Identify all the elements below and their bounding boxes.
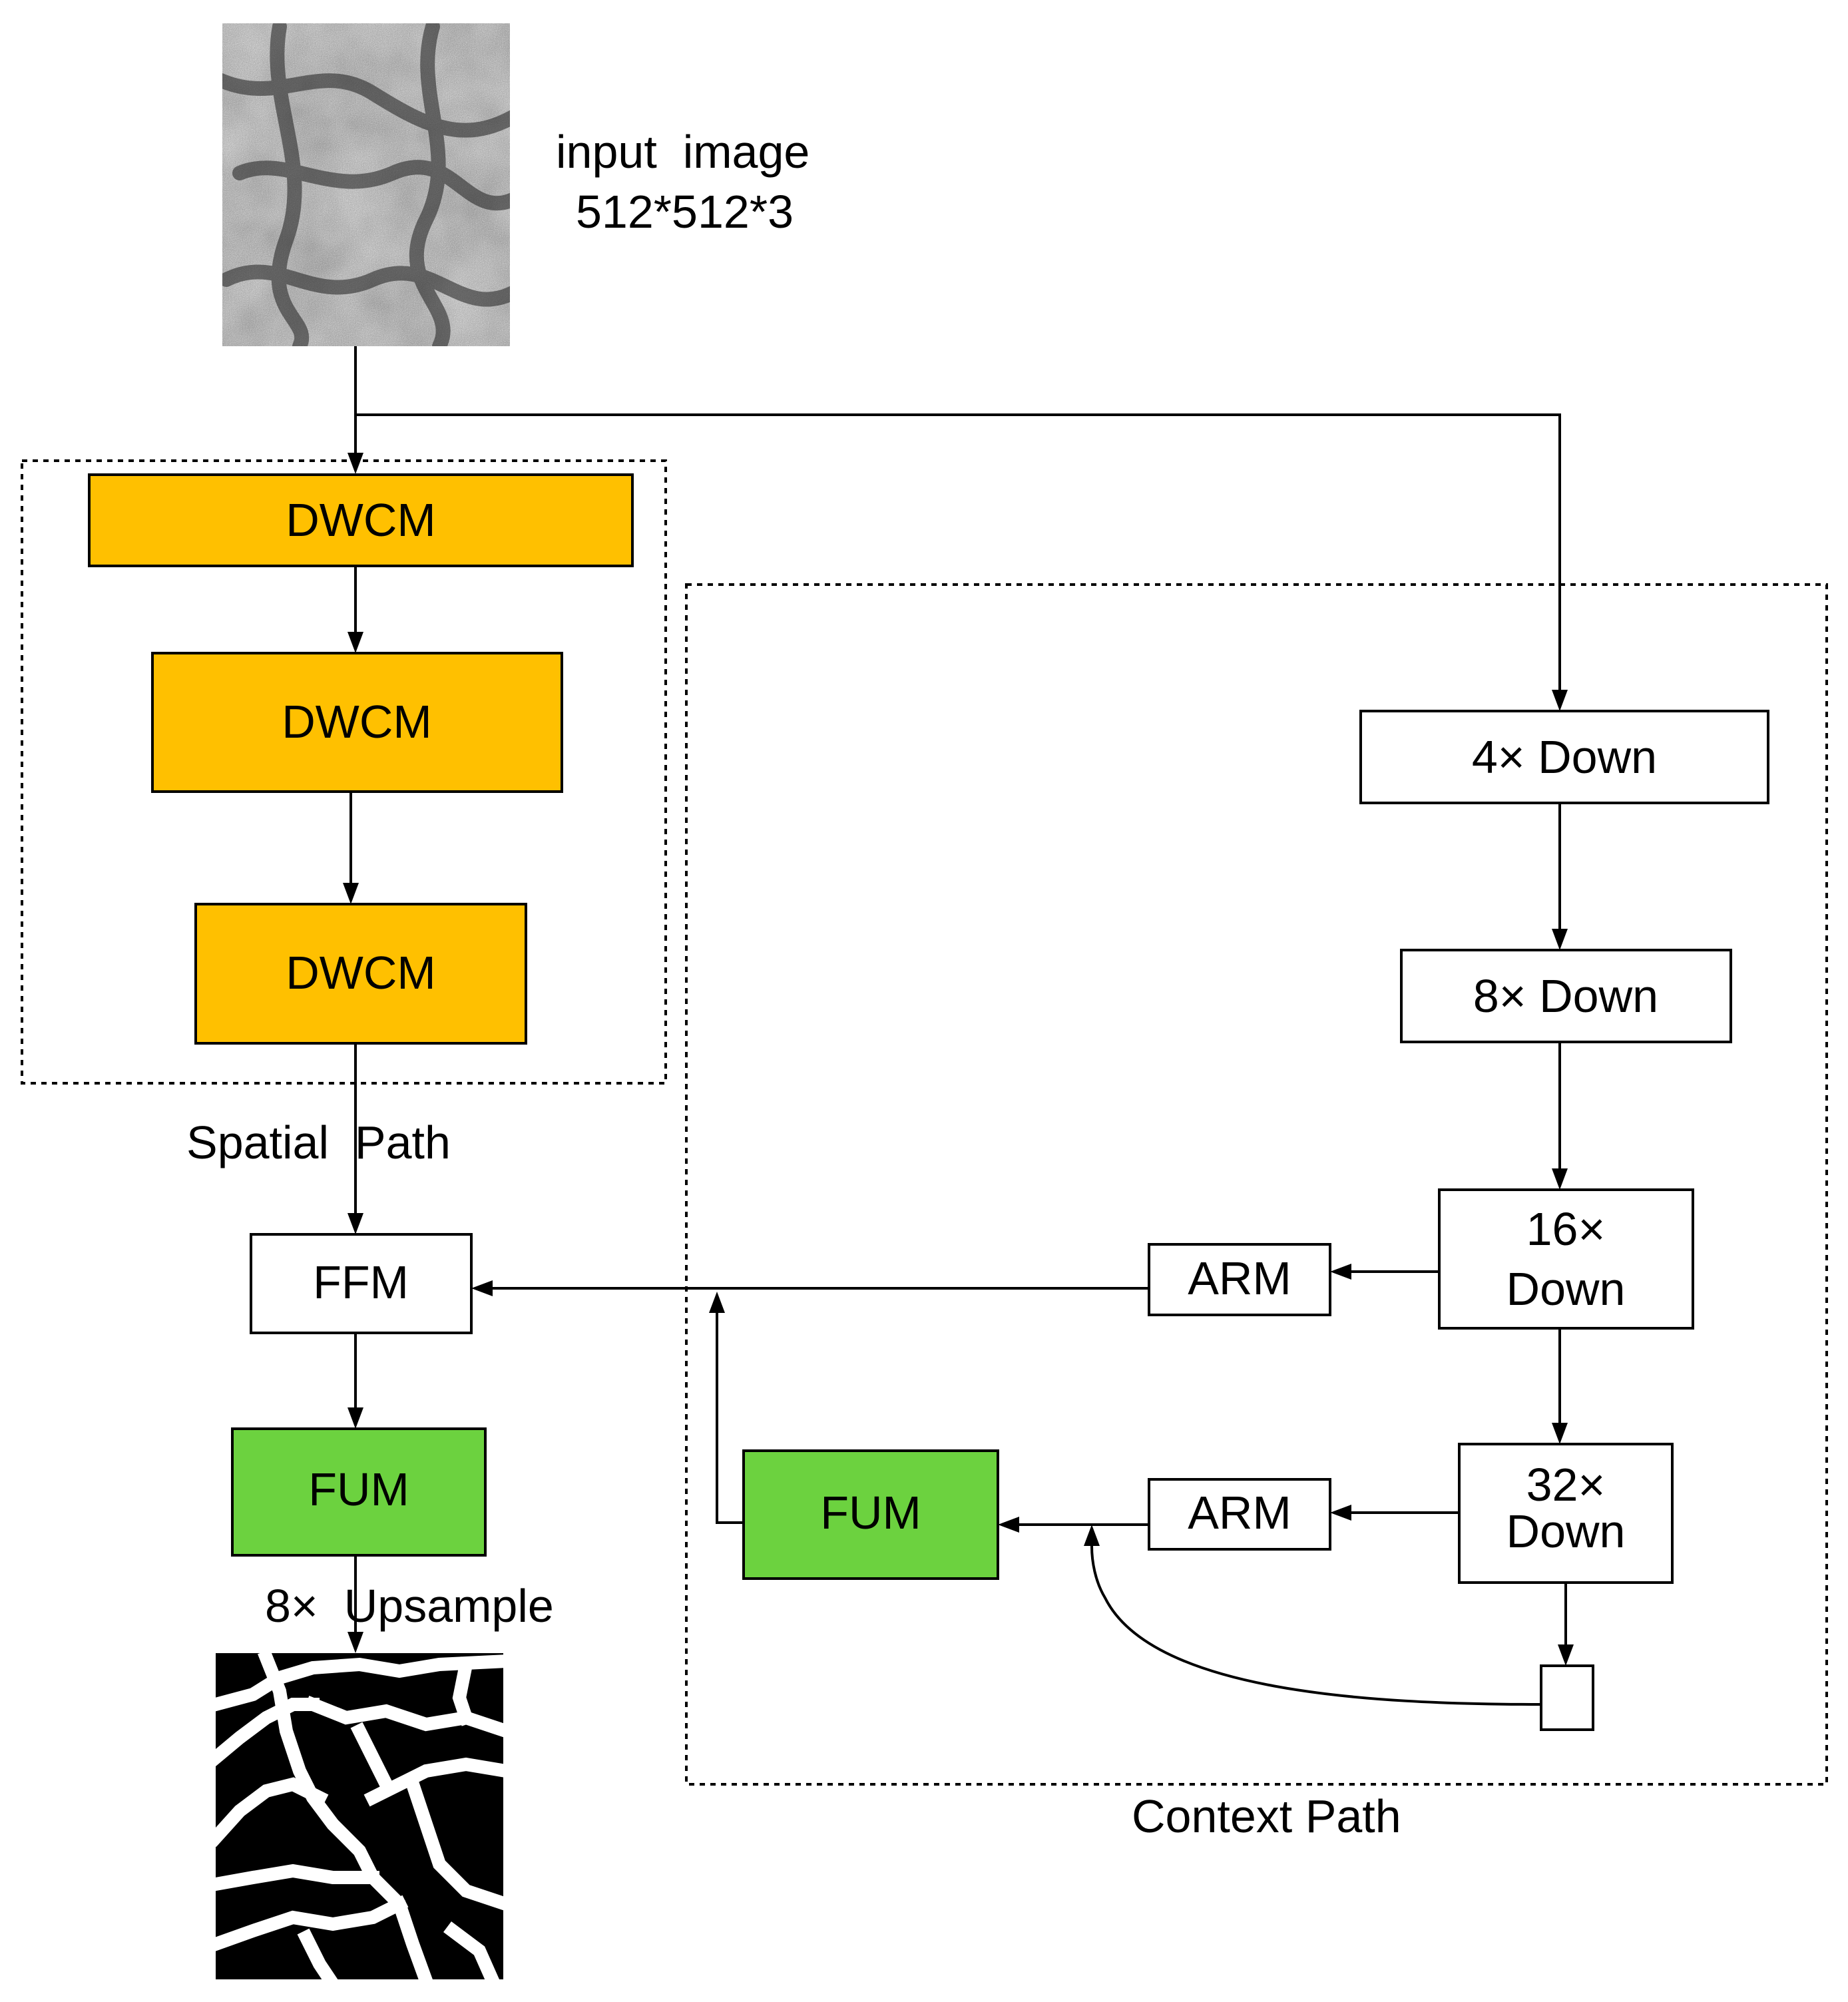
down-16x-label-line1: 16×	[1526, 1203, 1606, 1255]
fum-main-label: FUM	[308, 1463, 409, 1515]
context-path-region	[685, 583, 1828, 1786]
dwcm-module-2: DWCM	[151, 652, 563, 793]
input-caption-line2: 512*512*3	[576, 186, 794, 238]
arm-module-32x: ARM	[1148, 1478, 1331, 1551]
spatial-path-label: Spatial Path	[186, 1117, 451, 1168]
fum-context-label: FUM	[820, 1487, 921, 1539]
ffm-module: FFM	[250, 1233, 473, 1334]
arm-module-16x: ARM	[1148, 1243, 1331, 1316]
down-8x-label: 8× Down	[1473, 970, 1658, 1022]
down-32x-module: 32× Down	[1458, 1443, 1674, 1584]
dwcm-module-3: DWCM	[194, 903, 527, 1045]
connectors	[343, 346, 1574, 1706]
input-image	[222, 23, 510, 346]
down-16x-module: 16× Down	[1438, 1188, 1694, 1330]
spatial-path-region	[21, 459, 667, 1085]
global-pool-node	[1540, 1664, 1594, 1731]
dwcm-1-label: DWCM	[286, 494, 435, 546]
upsample-label: 8× Upsample	[265, 1580, 554, 1632]
dwcm-3-label: DWCM	[286, 947, 435, 999]
input-caption-line1: input image	[556, 126, 809, 178]
arm-16x-label: ARM	[1188, 1252, 1291, 1304]
down-8x-module: 8× Down	[1400, 949, 1732, 1043]
fum-module-main: FUM	[231, 1427, 487, 1557]
ffm-label: FFM	[313, 1256, 409, 1308]
dwcm-2-label: DWCM	[282, 696, 431, 748]
dwcm-module-1: DWCM	[88, 473, 634, 567]
output-segmentation-image	[216, 1653, 503, 1979]
down-4x-module: 4× Down	[1359, 710, 1769, 804]
down-16x-label-line2: Down	[1506, 1263, 1626, 1315]
context-path-label: Context Path	[1132, 1790, 1401, 1842]
down-4x-label: 4× Down	[1472, 731, 1657, 783]
down-32x-label-line1: 32×	[1526, 1459, 1606, 1511]
down-32x-label-line2: Down	[1506, 1505, 1626, 1557]
fum-module-context: FUM	[742, 1449, 999, 1580]
arm-32x-label: ARM	[1188, 1487, 1291, 1539]
